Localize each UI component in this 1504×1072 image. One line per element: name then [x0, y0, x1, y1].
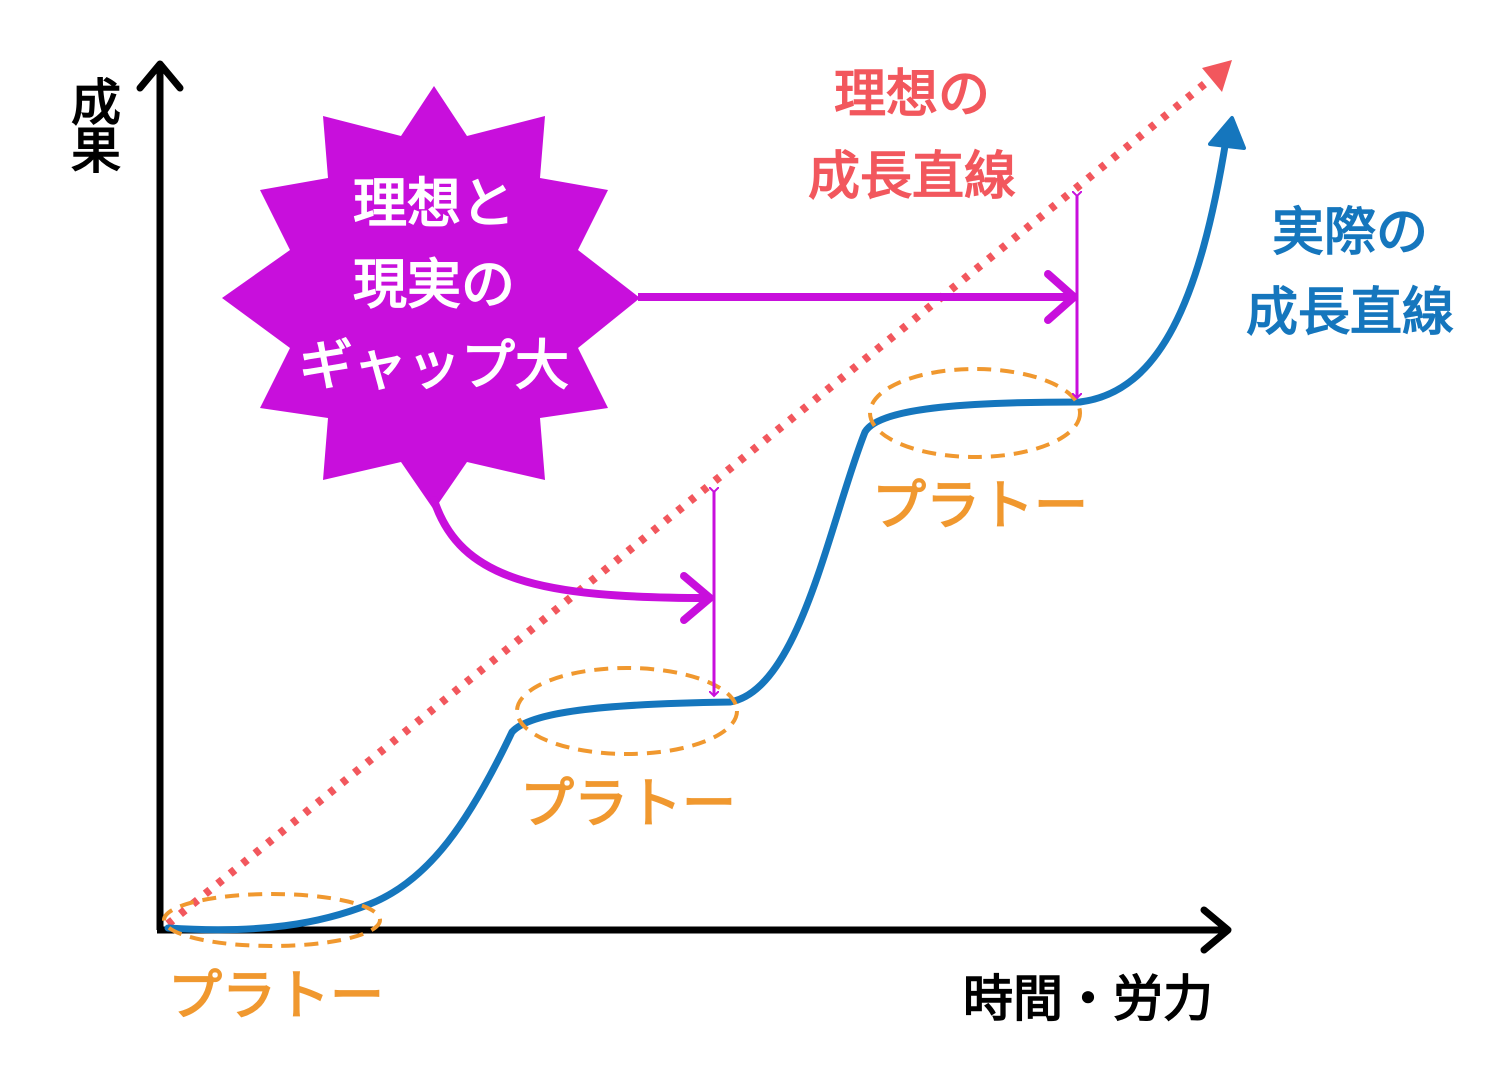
ideal-line-label-line1: 理想の — [834, 65, 990, 125]
y-axis-label-line1: 成 — [71, 74, 121, 132]
callout-text-line1: 理想と — [353, 172, 515, 235]
plateau-markers — [162, 367, 1082, 948]
ideal-growth-line — [165, 60, 1232, 928]
plateau-ellipse-2 — [515, 666, 739, 756]
plateau-label-1: プラトー — [168, 964, 384, 1027]
callout-arrow-lower — [430, 496, 712, 602]
actual-curve-arrowhead — [1208, 116, 1246, 150]
plateau-label-2: プラトー — [520, 772, 736, 835]
actual-curve-path — [164, 136, 1230, 934]
actual-line-label-line2: 成長直線 — [1246, 283, 1454, 343]
actual-line-label-line1: 実際の — [1272, 203, 1428, 263]
x-axis-label: 時間・労力 — [963, 970, 1213, 1028]
callout-text-line2: 現実の — [353, 253, 515, 316]
gap-measure-arrows — [714, 196, 1077, 696]
plateau-ellipse-1 — [162, 892, 382, 948]
ideal-line-arrowhead — [1202, 60, 1232, 92]
actual-growth-curve — [164, 116, 1246, 934]
gap-callout-burst — [222, 86, 640, 510]
callout-arrow-upper-head — [1044, 270, 1078, 324]
axes — [136, 60, 1232, 954]
plateau-label-3: プラトー — [872, 474, 1088, 537]
plateau-ellipse-3 — [868, 367, 1082, 459]
callout-arrow-lower-head — [680, 572, 714, 624]
y-axis-arrowhead — [136, 60, 184, 92]
y-axis-label-line2: 果 — [71, 122, 121, 180]
ideal-line-label-line2: 成長直線 — [808, 147, 1016, 207]
gap-callout: 理想と 現実の ギャップ大 — [222, 86, 1078, 624]
x-axis-arrowhead — [1200, 906, 1232, 954]
callout-text-line3: ギャップ大 — [299, 334, 569, 397]
